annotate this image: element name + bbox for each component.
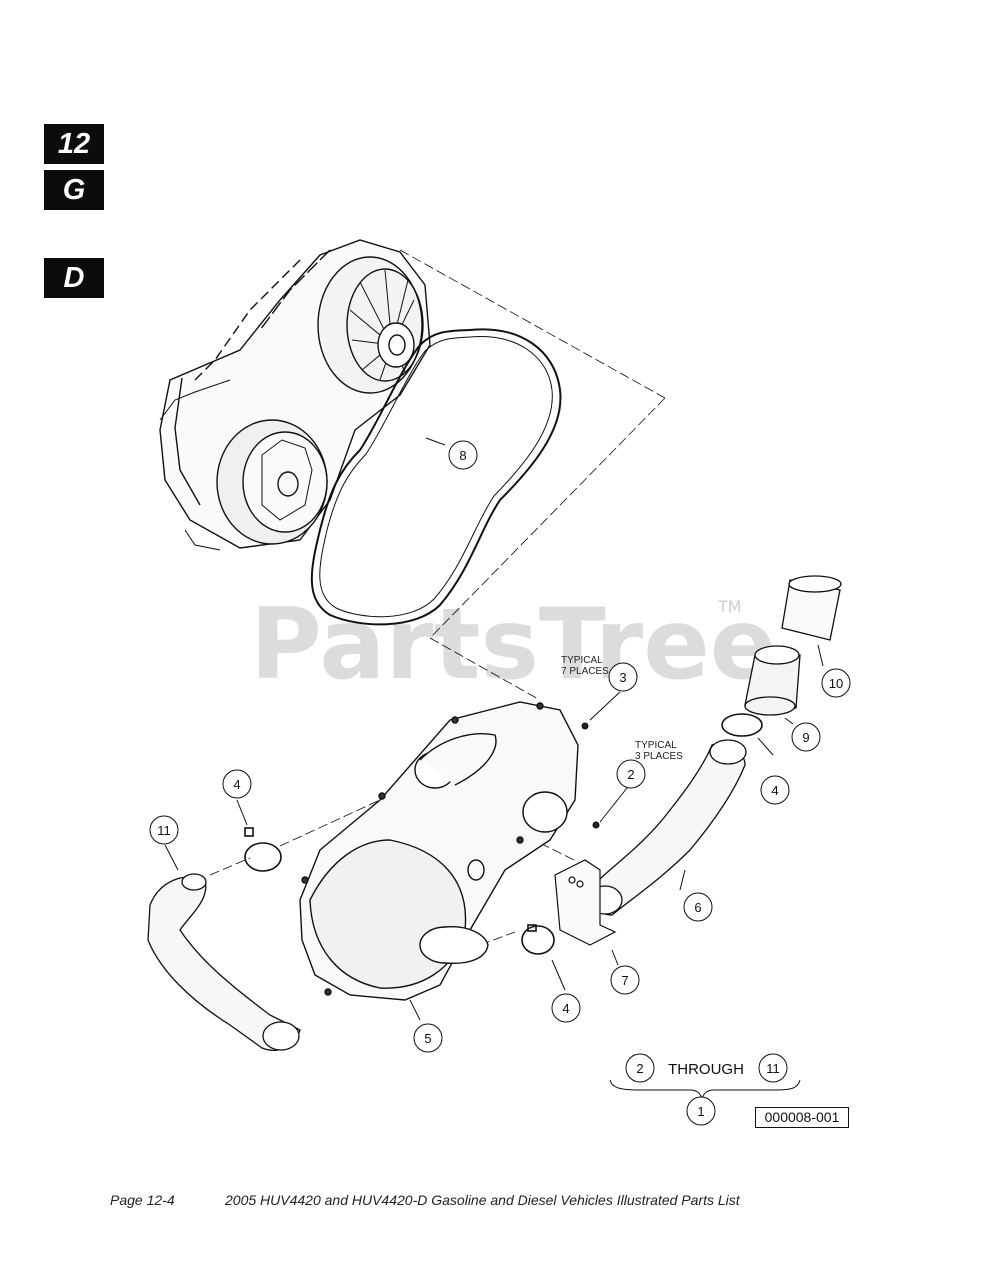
svg-text:11: 11 (157, 823, 171, 838)
watermark-tm: TM (717, 597, 742, 616)
note-typical-3-line1: TYPICAL (635, 740, 677, 751)
callout-4-bottom[interactable]: 4 (551, 993, 581, 1023)
svg-text:4: 4 (233, 777, 240, 792)
callout-7[interactable]: 7 (610, 965, 640, 995)
through-label: THROUGH (668, 1061, 744, 1078)
svg-text:3: 3 (619, 670, 626, 685)
footer-document-title: 2005 HUV4420 and HUV4420-D Gasoline and … (225, 1192, 740, 1208)
lower-housing (299, 701, 579, 1001)
air-filter-parts (744, 575, 842, 716)
svg-text:10: 10 (829, 676, 843, 691)
section-tab-12[interactable]: 12 (44, 124, 104, 164)
svg-text:2: 2 (636, 1061, 643, 1076)
group-brace (609, 1079, 801, 1100)
svg-text:4: 4 (771, 783, 778, 798)
callout-11-group[interactable]: 11 (758, 1053, 788, 1083)
note-typical-3-line2: 3 PLACES (635, 751, 683, 762)
callout-2[interactable]: 2 (616, 759, 646, 789)
hose-clamps (244, 713, 763, 955)
callout-11-top[interactable]: 11 (149, 815, 179, 845)
callout-1[interactable]: 1 (686, 1096, 716, 1126)
callout-4-right[interactable]: 4 (760, 775, 790, 805)
clutch-cover-assembly (159, 239, 431, 551)
mounting-bracket (554, 859, 617, 946)
svg-text:8: 8 (459, 448, 466, 463)
callout-5[interactable]: 5 (413, 1023, 443, 1053)
svg-text:4: 4 (562, 1001, 569, 1016)
note-typical-7-line2: 7 PLACES (561, 666, 609, 677)
callout-10[interactable]: 10 (821, 668, 851, 698)
svg-text:9: 9 (802, 730, 809, 745)
drawing-reference-number: 000008-001 (755, 1107, 849, 1128)
svg-text:5: 5 (424, 1031, 431, 1046)
svg-text:7: 7 (621, 973, 628, 988)
section-tab-d[interactable]: D (44, 258, 104, 298)
callout-8[interactable]: 8 (448, 440, 478, 470)
intake-hose-left (147, 873, 301, 1051)
callout-9[interactable]: 9 (791, 722, 821, 752)
callout-3[interactable]: 3 (608, 662, 638, 692)
watermark-text: PartsTree (250, 588, 776, 702)
svg-text:11: 11 (766, 1061, 780, 1076)
callout-2-group[interactable]: 2 (625, 1053, 655, 1083)
svg-text:1: 1 (697, 1104, 704, 1119)
drive-belt (310, 328, 562, 626)
intake-hose-right (587, 739, 747, 916)
callout-6[interactable]: 6 (683, 892, 713, 922)
note-typical-7-line1: TYPICAL (561, 655, 603, 666)
fasteners (581, 722, 600, 829)
section-tab-g[interactable]: G (44, 170, 104, 210)
svg-text:6: 6 (694, 900, 701, 915)
callout-4-left[interactable]: 4 (222, 769, 252, 799)
footer-page-number: Page 12-4 (110, 1192, 175, 1208)
svg-text:2: 2 (627, 767, 634, 782)
